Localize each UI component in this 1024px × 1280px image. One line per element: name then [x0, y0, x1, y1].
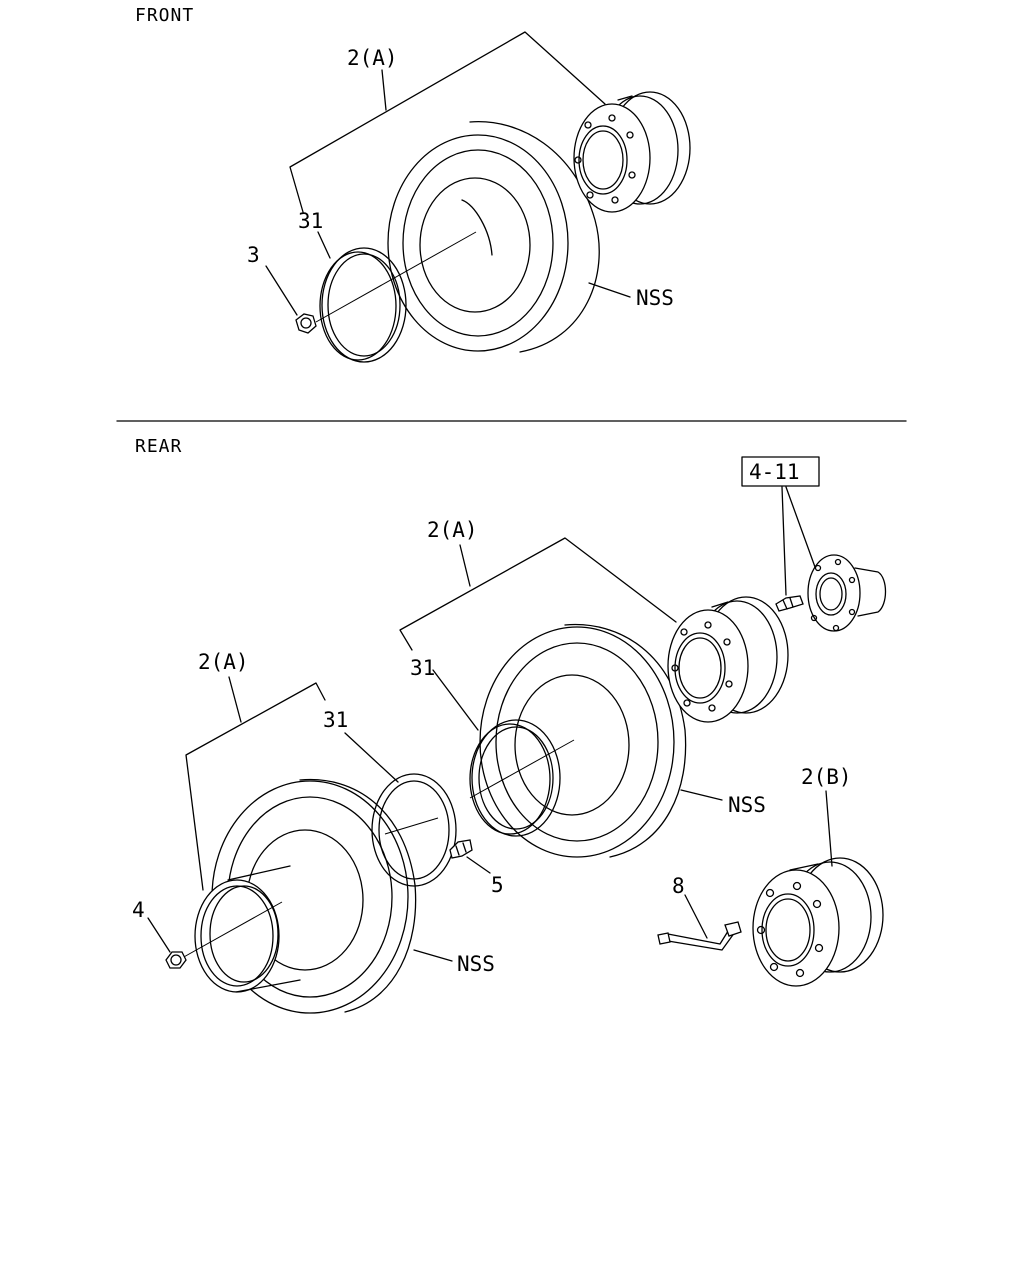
rear-ref-box: 4-11 — [741, 456, 820, 487]
rear-2b-label: 2(B) — [801, 765, 852, 789]
front-section-title: FRONT — [135, 5, 194, 26]
front-ring-leader — [317, 231, 331, 259]
rear-outer-31-label: 31 — [323, 708, 348, 732]
rear-stud-leader — [466, 856, 491, 874]
front-bracket-leader — [381, 69, 387, 111]
rear-outer-nss-leader — [413, 949, 453, 962]
rear-inner-nss-leader — [680, 789, 723, 801]
front-tire — [387, 121, 600, 353]
front-3-label: 3 — [247, 243, 260, 267]
rear-section-title: REAR — [135, 436, 182, 457]
rear-outer-wheel-rim — [194, 865, 301, 993]
ref-box-leader-1 — [781, 486, 787, 596]
rear-outer-bracket — [185, 682, 326, 891]
rear-inner-tire — [479, 623, 687, 858]
rear-ref-box-label: 4-11 — [749, 460, 800, 484]
rear-inner-wheel-rim — [667, 596, 789, 723]
rear-outer-bracket-leader — [228, 676, 242, 723]
spare-wheel — [752, 857, 884, 987]
rear-outer-nss-label: NSS — [457, 952, 495, 976]
front-bracket — [289, 31, 606, 213]
rear-8-label: 8 — [672, 874, 685, 898]
front-hub-ring — [319, 247, 407, 363]
rear-inner-bracket — [399, 537, 677, 651]
spare-wheel-leader — [825, 790, 833, 867]
front-nut-leader — [265, 265, 298, 316]
rear-outer-hub-ring — [371, 773, 457, 887]
valve-extension-leader — [684, 894, 708, 939]
rear-inner-hub-ring — [469, 719, 561, 837]
rear-hub-stud — [775, 595, 804, 612]
rear-inner-ring-leader — [432, 669, 479, 731]
rear-outer-axis-line-2 — [384, 817, 439, 835]
rear-outer-2a-label: 2(A) — [198, 650, 249, 674]
front-wheel-rim — [573, 91, 691, 213]
rear-inner-31-label: 31 — [410, 656, 435, 680]
front-nss-leader — [588, 282, 631, 298]
rear-inner-2a-label: 2(A) — [427, 518, 478, 542]
front-axis-line — [315, 231, 477, 323]
rear-outer-axis-line — [181, 901, 283, 959]
rear-inner-bracket-leader — [459, 544, 471, 587]
rear-axle-hub — [807, 554, 887, 632]
rear-inner-axis-line — [469, 739, 575, 799]
front-31-label: 31 — [298, 209, 323, 233]
rear-nut — [165, 951, 187, 969]
ref-box-leader-2 — [785, 486, 816, 568]
rear-nut-leader — [147, 917, 171, 953]
rear-5-label: 5 — [491, 873, 504, 897]
valve-extension — [657, 921, 742, 951]
rear-outer-ring-leader — [344, 732, 399, 783]
rear-stud — [449, 839, 473, 859]
front-nss-label: NSS — [636, 286, 674, 310]
rear-inner-nss-label: NSS — [728, 793, 766, 817]
front-2a-label: 2(A) — [347, 46, 398, 70]
front-nut — [295, 313, 317, 334]
rear-4-label: 4 — [132, 898, 145, 922]
